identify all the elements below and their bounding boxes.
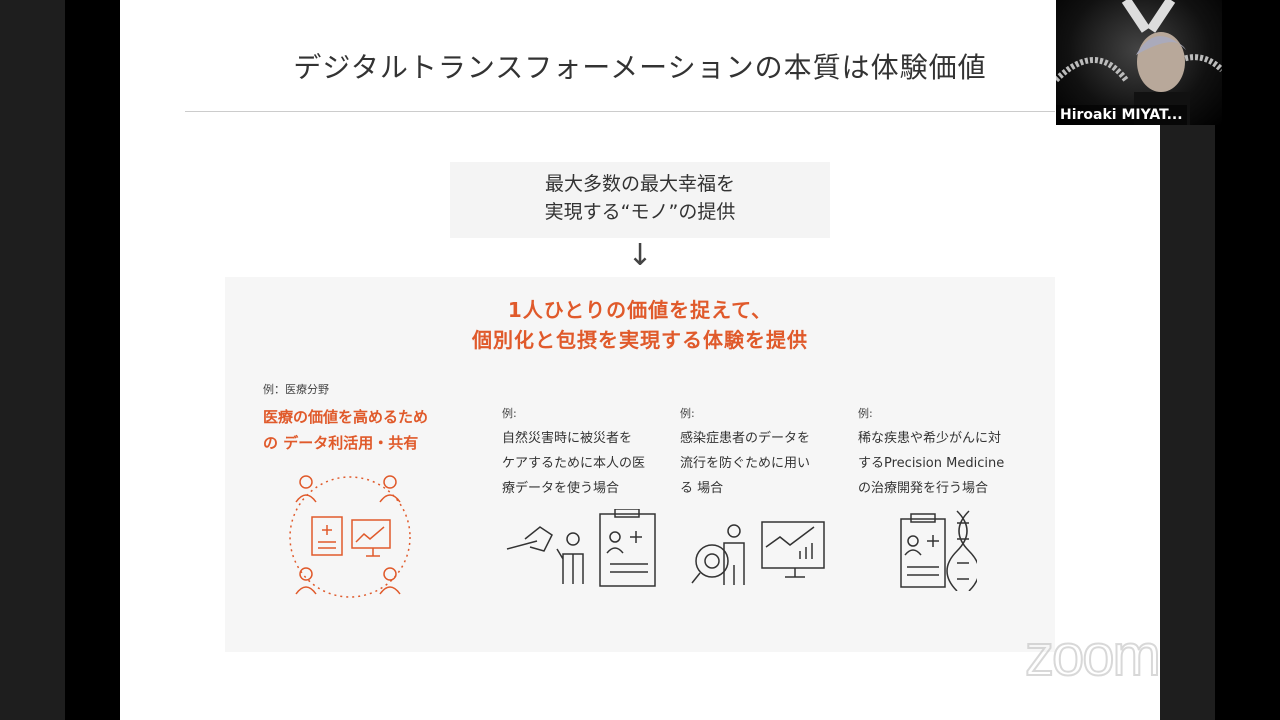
- example-infection: 例: 感染症患者のデータを 流行を防ぐために用い る 場合: [680, 401, 810, 501]
- precision-medicine-icon: [900, 510, 977, 591]
- example-line: の治療開発を行う場合: [858, 481, 989, 496]
- example-label: 例:: [680, 407, 695, 420]
- example-line: 稀な疾患や希少がんに対: [858, 431, 1002, 446]
- participant-name: Hiroaki MIYAT...: [1056, 105, 1187, 125]
- example-label: 例:: [502, 407, 517, 420]
- data-sharing-icon: [289, 475, 411, 598]
- example-line: る 場合: [680, 481, 724, 496]
- shared-slide: デジタルトランスフォーメーションの本質は体験価値 最大多数の最大幸福を 実現する…: [120, 0, 1160, 720]
- example-line: ケアするために本人の医: [502, 456, 646, 471]
- right-margin: [1160, 125, 1215, 720]
- headline-line: 個別化と包摂を実現する体験を提供: [472, 328, 808, 352]
- example-line: するPrecision Medicine: [858, 456, 1005, 471]
- infection-data-icon: [691, 521, 825, 585]
- example-medical: 例：医療分野 医療の価値を高めるため の データ利活用・共有: [263, 377, 428, 456]
- mass-value-box: 最大多数の最大幸福を 実現する“モノ”の提供: [450, 162, 830, 238]
- example-line: 感染症患者のデータを: [680, 431, 811, 446]
- example-label: 例:: [858, 407, 873, 420]
- experience-value-box: 1人ひとりの価値を捉えて、 個別化と包摂を実現する体験を提供 例：医療分野 医療…: [225, 277, 1055, 652]
- title-divider: [185, 111, 1055, 112]
- disaster-care-icon: [506, 509, 656, 587]
- example-disaster: 例: 自然災害時に被災者を ケアするために本人の医 療データを使う場合: [502, 401, 645, 501]
- example-line: 医療の価値を高めるため: [263, 408, 429, 426]
- example-line: 流行を防ぐために用い: [680, 456, 811, 471]
- example-rare-disease: 例: 稀な疾患や希少がんに対 するPrecision Medicine の治療開…: [858, 401, 1004, 501]
- zoom-watermark: zoom: [1024, 622, 1162, 689]
- example-line: の データ利活用・共有: [263, 434, 419, 452]
- slide-title: デジタルトランスフォーメーションの本質は体験価値: [293, 51, 987, 84]
- left-margin: [0, 0, 65, 720]
- headline-line: 1人ひとりの価値を捉えて、: [507, 298, 773, 322]
- box1-line: 実現する“モノ”の提供: [544, 201, 736, 223]
- example-label: 例：医療分野: [263, 383, 329, 396]
- example-line: 自然災害時に被災者を: [502, 431, 633, 446]
- example-line: 療データを使う場合: [502, 481, 620, 496]
- box1-line: 最大多数の最大幸福を: [544, 173, 735, 195]
- down-arrow-icon: ↓: [627, 238, 653, 273]
- participant-video-tile[interactable]: Hiroaki MIYAT...: [1056, 0, 1222, 125]
- headline: 1人ひとりの価値を捉えて、 個別化と包摂を実現する体験を提供: [225, 295, 1055, 355]
